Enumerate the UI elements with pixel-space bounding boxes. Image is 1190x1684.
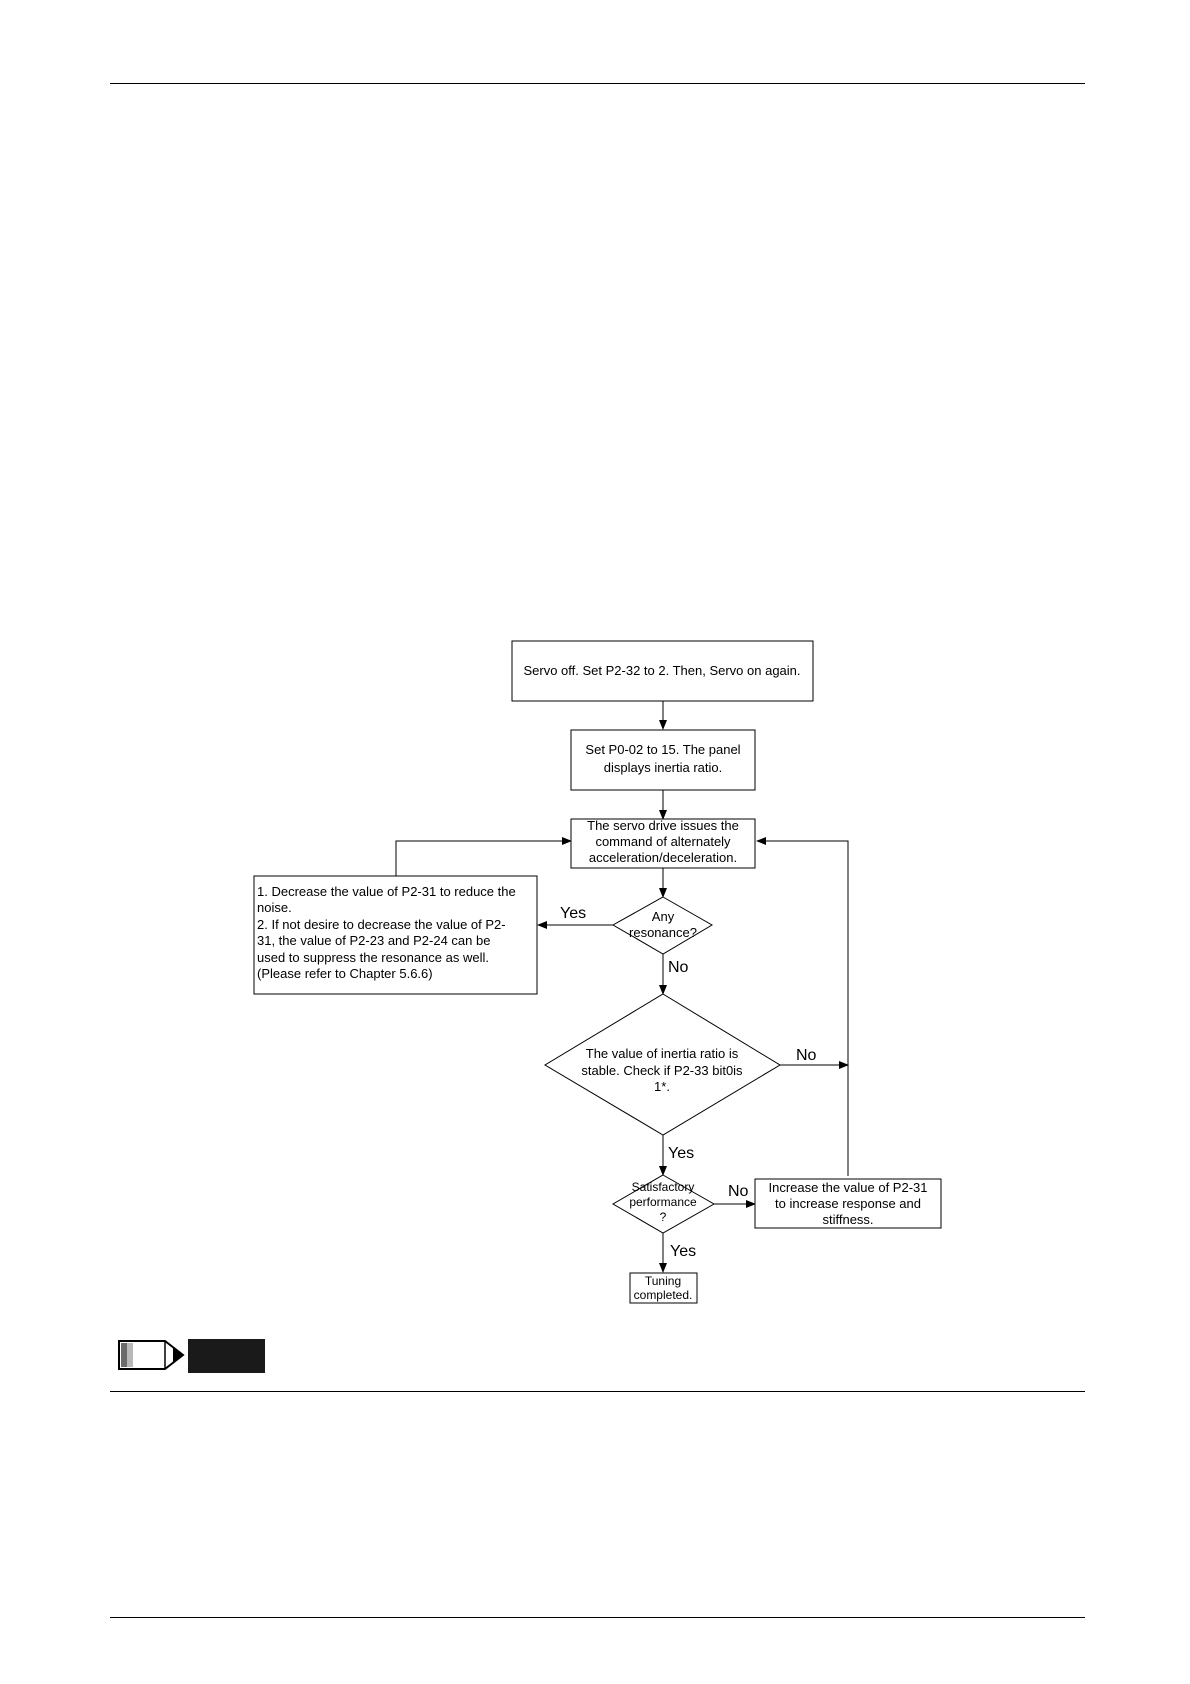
node-inertia-stable-line-1: The value of inertia ratio is	[586, 1046, 739, 1061]
node-satisfactory-line-1: Satisfactory	[632, 1180, 695, 1194]
node-satisfactory-line-3: ?	[660, 1210, 667, 1224]
label-yes-satisfactory: Yes	[670, 1243, 696, 1260]
node-decrease-line-2: noise.	[257, 900, 292, 915]
header-rule	[110, 83, 1085, 84]
node-decrease-line-5: used to suppress the resonance as well.	[257, 950, 489, 965]
node-servo-off-text: Servo off. Set P2-32 to 2. Then, Servo o…	[523, 663, 800, 678]
node-tuning-completed-line-2: completed.	[634, 1288, 693, 1302]
node-decrease-line-6: (Please refer to Chapter 5.6.6)	[257, 966, 433, 981]
node-set-p002-line-1: Set P0-02 to 15. The panel	[585, 742, 740, 757]
node-set-p002: Set P0-02 to 15. The panel displays iner…	[570, 729, 756, 791]
edge-loop-to-servo-issues	[756, 837, 849, 1176]
pencil-note-icon	[118, 1340, 185, 1370]
label-no-stable: No	[796, 1047, 817, 1064]
node-any-resonance-line-2: resonance?	[629, 925, 697, 940]
node-tuning-completed: Tuning completed.	[629, 1272, 698, 1304]
section-rule	[110, 1391, 1085, 1392]
node-satisfactory: Satisfactory performance ?	[612, 1174, 716, 1234]
node-inertia-stable-line-3: 1*.	[654, 1079, 670, 1094]
node-tuning-completed-line-1: Tuning	[645, 1274, 681, 1288]
node-increase-line-1: Increase the value of P2-31	[769, 1180, 928, 1195]
node-increase: Increase the value of P2-31 to increase …	[754, 1178, 942, 1229]
node-decrease-line-3: 2. If not desire to decrease the value o…	[257, 917, 506, 932]
node-servo-issues: The servo drive issues the command of al…	[570, 818, 756, 869]
node-servo-issues-line-3: acceleration/deceleration.	[589, 850, 737, 865]
node-inertia-stable: The value of inertia ratio is stable. Ch…	[544, 993, 781, 1136]
node-set-p002-line-2: displays inertia ratio.	[604, 760, 723, 775]
node-satisfactory-line-2: performance	[629, 1195, 697, 1209]
node-servo-off: Servo off. Set P2-32 to 2. Then, Servo o…	[511, 640, 814, 702]
node-increase-line-2: to increase response and	[775, 1196, 921, 1211]
node-servo-issues-line-1: The servo drive issues the	[587, 818, 739, 833]
node-any-resonance: Any resonance?	[611, 896, 713, 955]
note-tag	[188, 1339, 265, 1373]
node-servo-issues-line-2: command of alternately	[595, 834, 731, 849]
edge-decrease-back-to-servo-issues	[395, 837, 572, 876]
node-decrease: 1. Decrease the value of P2-31 to reduce…	[253, 875, 538, 995]
node-decrease-line-4: 31, the value of P2-23 and P2-24 can be	[257, 933, 490, 948]
label-yes-resonance: Yes	[560, 905, 586, 922]
label-no-resonance: No	[668, 959, 689, 976]
footer-rule	[110, 1617, 1085, 1618]
node-increase-line-3: stiffness.	[822, 1212, 873, 1227]
node-inertia-stable-line-2: stable. Check if P2-33 bit0is	[581, 1063, 743, 1078]
node-decrease-line-1: 1. Decrease the value of P2-31 to reduce…	[257, 884, 516, 899]
label-yes-stable: Yes	[668, 1145, 694, 1162]
node-any-resonance-line-1: Any	[652, 909, 675, 924]
label-no-satisfactory: No	[728, 1183, 749, 1200]
